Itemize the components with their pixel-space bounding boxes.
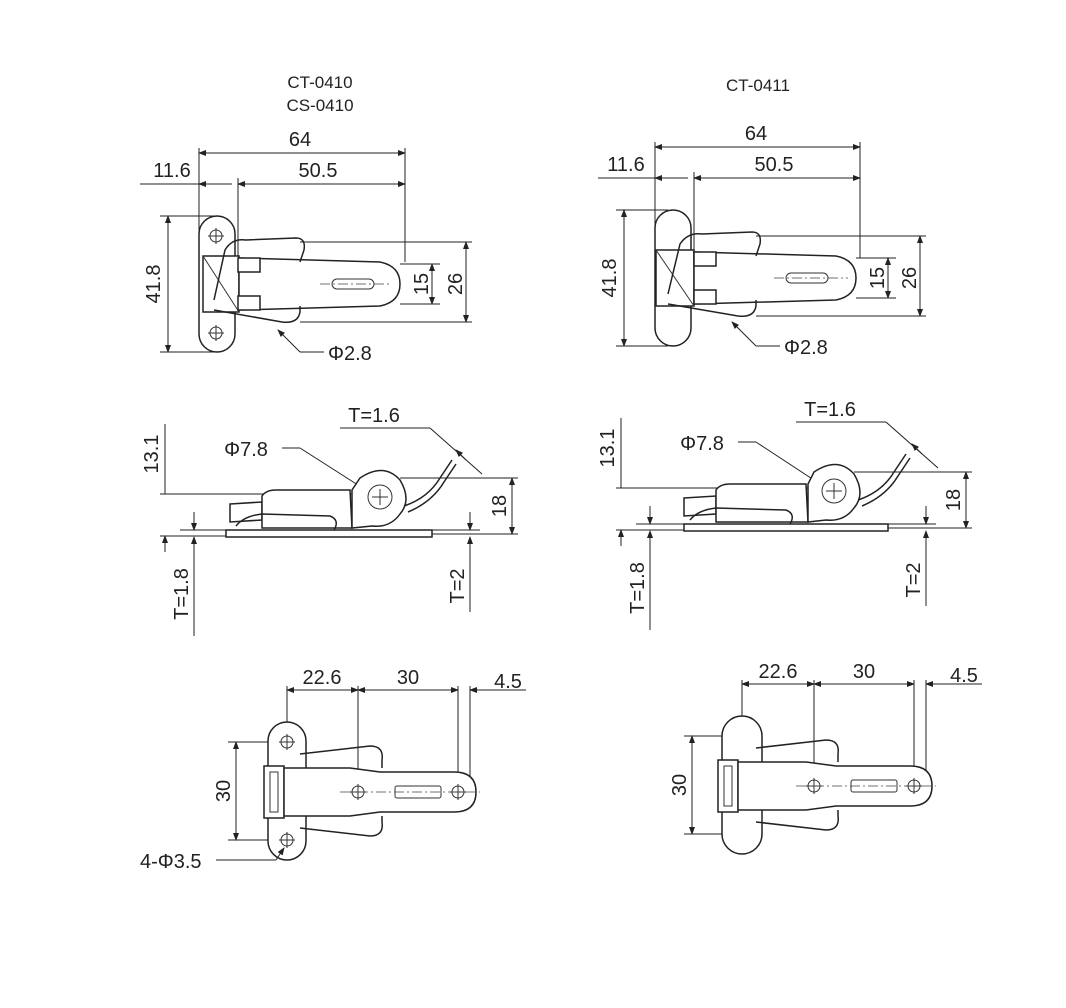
left-top-dim-11-6: 11.6 xyxy=(153,160,190,182)
right-side-view: T=1.6 Φ7.8 13.1 18 T=1.8 T=2 xyxy=(597,399,972,630)
right-top-dim-15: 15 xyxy=(867,267,889,289)
left-side-dim-13-1: 13.1 xyxy=(141,435,163,474)
right-bottom-view: 22.6 30 4.5 30 xyxy=(669,661,982,855)
right-top-dim-50-5: 50.5 xyxy=(755,154,794,176)
left-side-base-thk: T=2 xyxy=(447,568,469,603)
left-side-dim-18: 18 xyxy=(489,495,511,517)
left-bottom-holes: 4-Φ3.5 xyxy=(140,851,202,873)
right-top-dim-64: 64 xyxy=(745,123,767,145)
left-side-pin-dia: Φ7.8 xyxy=(224,439,268,461)
left-top-dim-50-5: 50.5 xyxy=(299,160,338,182)
right-top-dim-41-8: 41.8 xyxy=(599,259,621,298)
right-bottom-dim-4-5: 4.5 xyxy=(950,665,978,687)
right-top-view: 64 50.5 11.6 41.8 15 26 Φ2.8 xyxy=(598,123,926,359)
right-side-plate-thk: T=1.8 xyxy=(627,562,649,614)
left-bottom-dim-30-vert: 30 xyxy=(213,780,235,802)
left-model-title-1: CT-0410 xyxy=(287,73,352,92)
left-top-view: 64 50.5 11.6 41.8 15 xyxy=(140,129,472,365)
right-side-dim-13-1: 13.1 xyxy=(597,429,619,468)
right-bottom-dim-30-vert: 30 xyxy=(669,774,691,796)
right-side-dim-18: 18 xyxy=(943,489,965,511)
left-top-dim-41-8: 41.8 xyxy=(143,265,165,304)
right-side-pin-dia: Φ7.8 xyxy=(680,433,724,455)
left-top-wire-dia: Φ2.8 xyxy=(328,343,372,365)
right-model-title-1: CT-0411 xyxy=(726,76,790,95)
left-top-dim-64: 64 xyxy=(289,129,311,151)
right-bottom-dim-30: 30 xyxy=(853,661,875,683)
right-side-wire-thk: T=1.6 xyxy=(804,399,856,421)
left-bottom-view: 22.6 30 4.5 30 4-Φ3.5 xyxy=(140,667,526,873)
left-side-wire-thk: T=1.6 xyxy=(348,405,400,427)
right-bottom-dim-22-6: 22.6 xyxy=(759,661,798,683)
right-top-dim-26: 26 xyxy=(899,267,921,289)
left-top-dim-26: 26 xyxy=(445,273,467,295)
left-side-view: T=1.6 Φ7.8 13.1 18 T=1.8 xyxy=(141,405,518,636)
right-top-dim-11-6: 11.6 xyxy=(607,154,644,176)
left-bottom-dim-22-6: 22.6 xyxy=(303,667,342,689)
left-top-dim-15: 15 xyxy=(411,273,433,295)
right-top-wire-dia: Φ2.8 xyxy=(784,337,828,359)
left-bottom-dim-30: 30 xyxy=(397,667,419,689)
left-model-title-2: CS-0410 xyxy=(286,96,353,115)
left-side-plate-thk: T=1.8 xyxy=(171,568,193,620)
right-side-base-thk: T=2 xyxy=(903,562,925,597)
left-bottom-dim-4-5: 4.5 xyxy=(494,671,522,693)
